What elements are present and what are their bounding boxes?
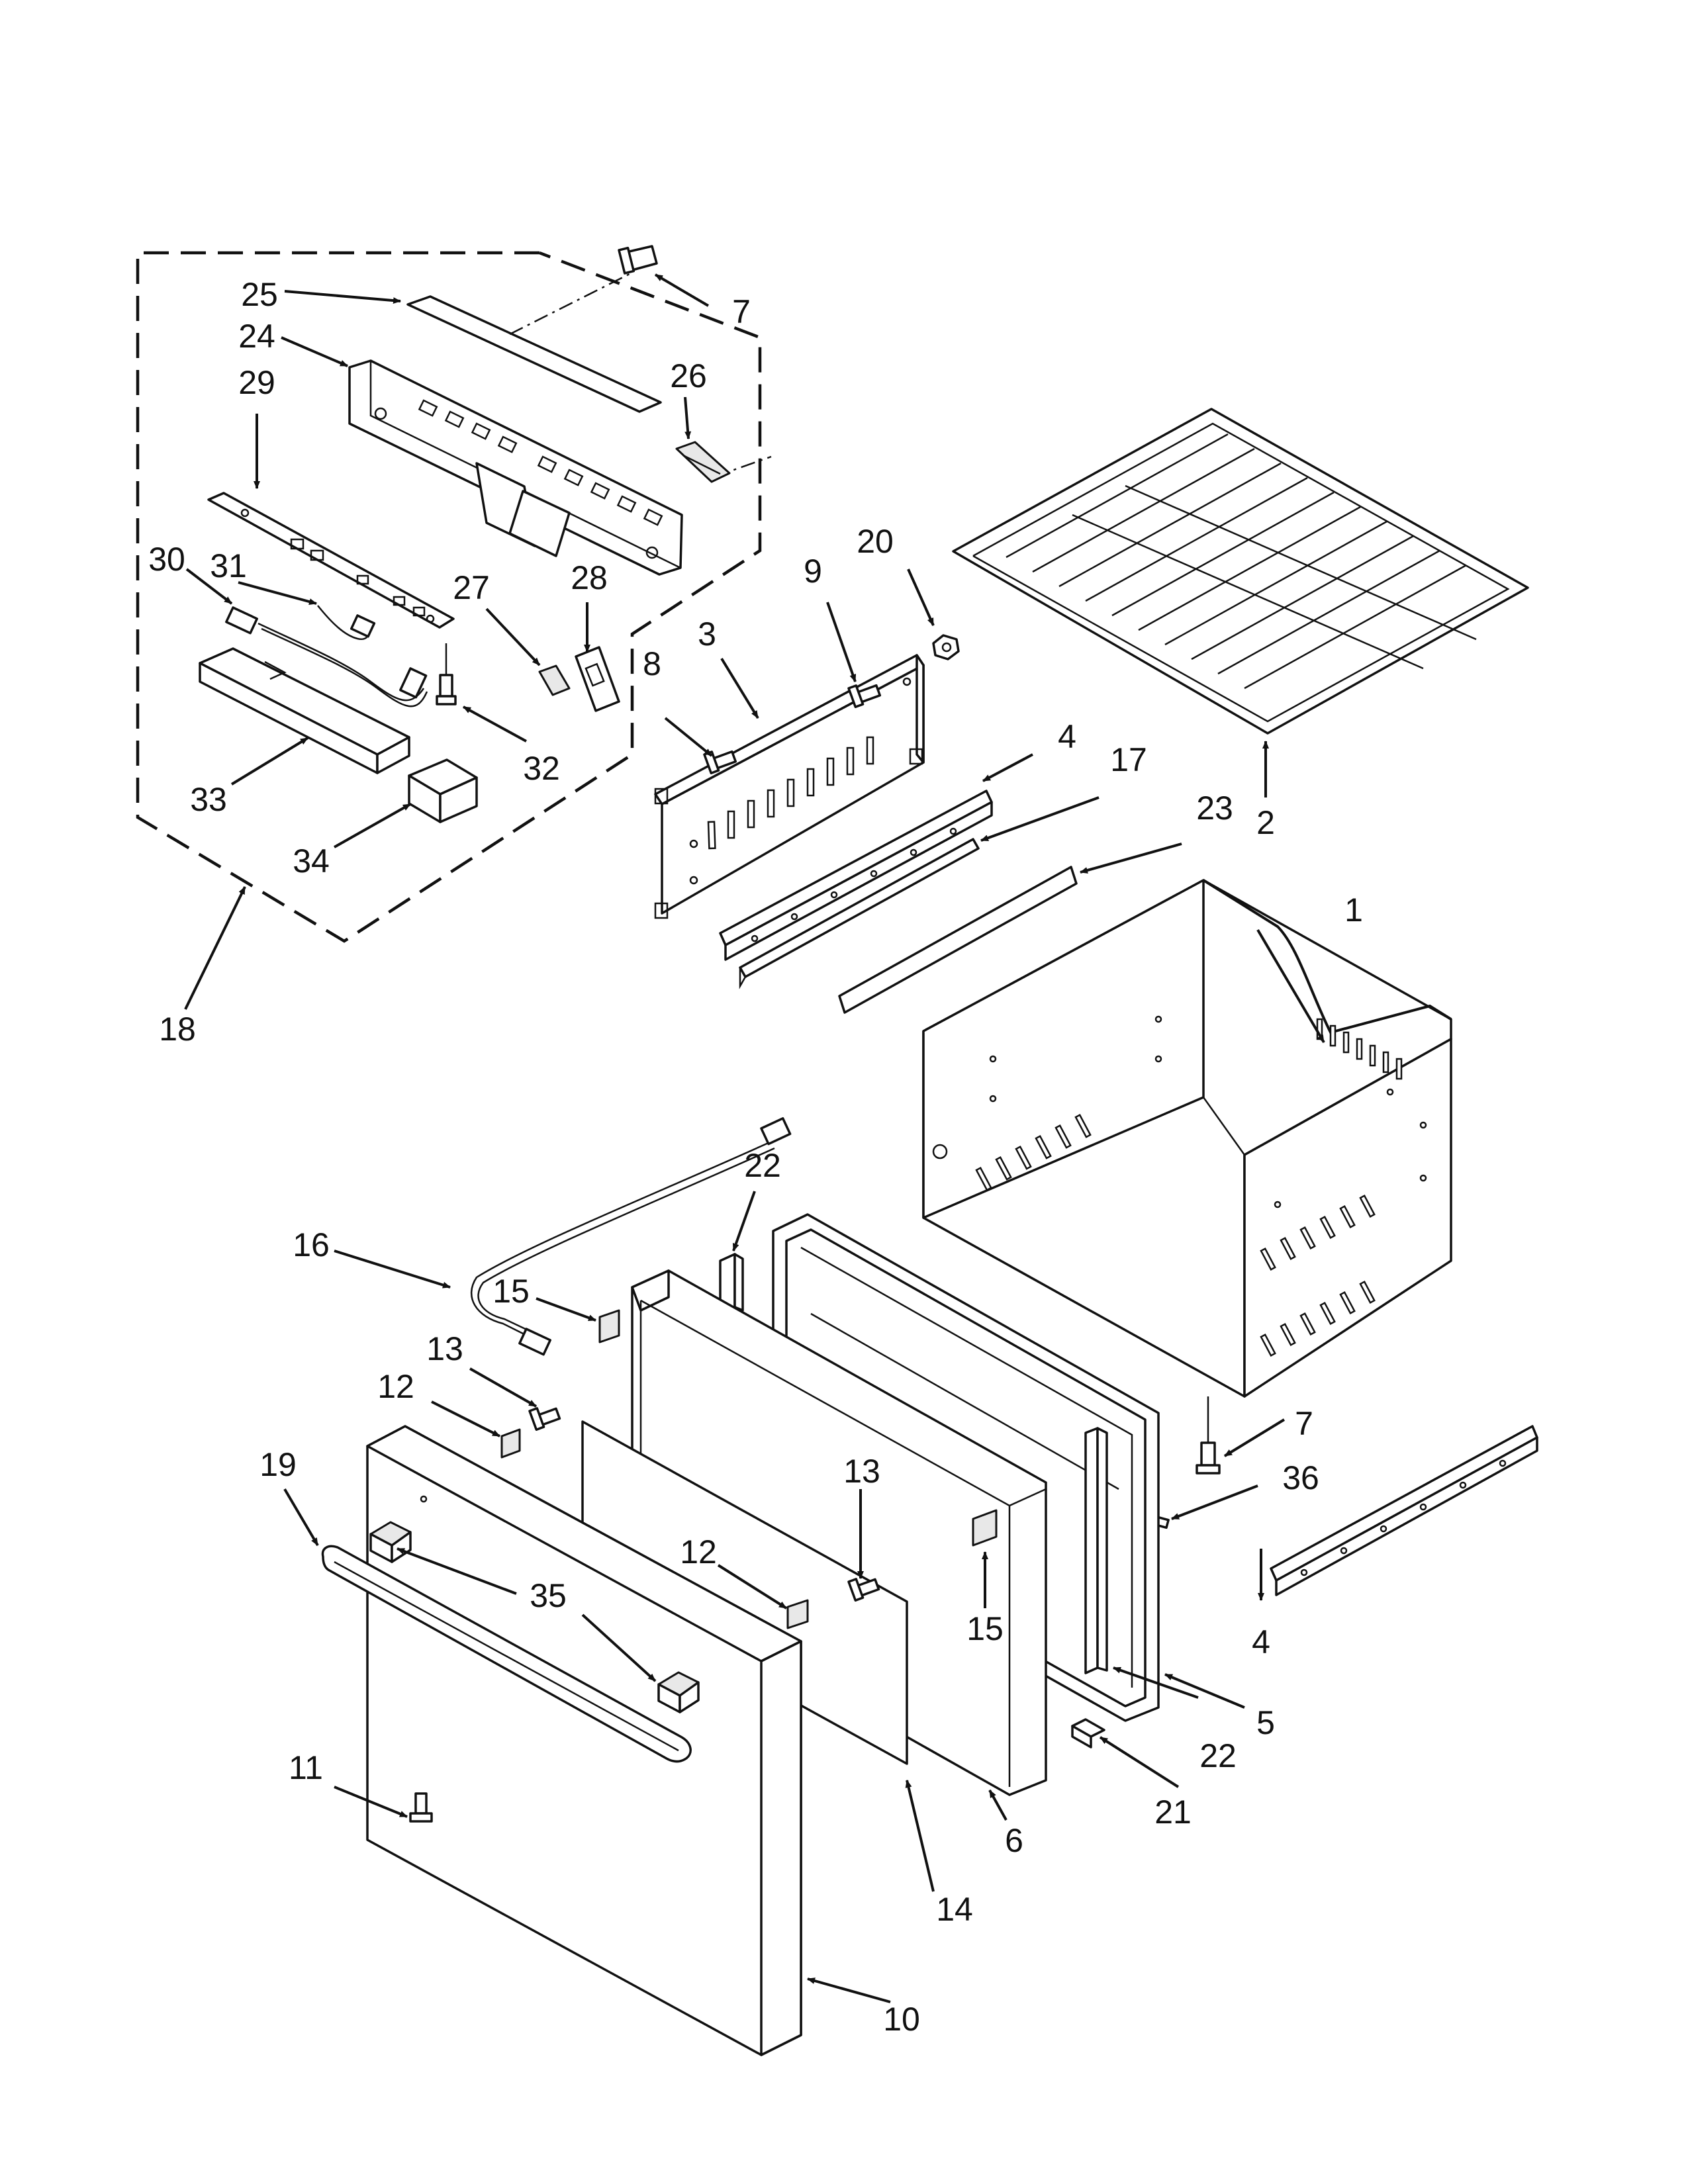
part-17-angle-strip <box>739 838 980 989</box>
part-11-screw <box>409 1792 433 1823</box>
callout-7-upper: 7 <box>732 293 751 330</box>
callout-22-upper: 22 <box>744 1147 781 1184</box>
part-21-strip <box>1071 1718 1105 1749</box>
callout-18: 18 <box>159 1011 196 1048</box>
callout-12-lower: 12 <box>680 1533 717 1570</box>
callout-5: 5 <box>1256 1704 1275 1741</box>
part-1-drawer-basket <box>922 879 1452 1398</box>
part-22-strip-lower <box>1084 1427 1108 1674</box>
part-15-square-lower <box>972 1509 998 1547</box>
callout-16: 16 <box>293 1226 330 1263</box>
callout-26: 26 <box>670 357 707 394</box>
part-35-end-cap-right <box>657 1671 700 1713</box>
part-15-square-upper <box>598 1309 620 1343</box>
callout-labels: 1 2 3 4 4 5 6 7 7 8 9 10 11 12 12 13 13 … <box>148 276 1363 2038</box>
part-4-slide-rail-upper <box>719 790 993 961</box>
part-9-screw <box>847 684 882 708</box>
callout-7-lower: 7 <box>1295 1405 1313 1442</box>
callout-8: 8 <box>643 645 661 682</box>
part-12-square-lower <box>786 1599 809 1629</box>
callout-6: 6 <box>1005 1822 1023 1859</box>
part-29-circuit-board <box>207 492 455 629</box>
callout-1: 1 <box>1344 891 1363 929</box>
part-13-screw-upper <box>528 1407 561 1431</box>
callout-20: 20 <box>857 523 894 560</box>
part-7-screw-bottom <box>1196 1396 1221 1475</box>
callout-31: 31 <box>210 547 247 584</box>
part-27-clip <box>538 664 571 696</box>
callout-15-lower: 15 <box>966 1610 1004 1647</box>
part-19-handle <box>321 1545 692 1763</box>
callout-2: 2 <box>1256 804 1275 841</box>
leader-lines <box>184 273 1325 2003</box>
control-panel-group-boundary <box>136 251 762 943</box>
part-13-screw-lower <box>847 1578 880 1602</box>
part-35-end-cap-left <box>369 1521 412 1563</box>
part-12-square-upper <box>500 1428 521 1459</box>
part-7-screw-top <box>618 245 658 275</box>
callout-23: 23 <box>1196 790 1233 827</box>
callout-35: 35 <box>530 1577 567 1614</box>
part-6-door-panel <box>631 1269 1047 1796</box>
part-34-wedge-block <box>408 758 478 823</box>
callout-32: 32 <box>523 750 560 787</box>
part-23-strip <box>838 866 1078 1014</box>
callout-24: 24 <box>238 318 275 355</box>
part-25-overlay-strip <box>406 295 662 413</box>
callout-34: 34 <box>293 842 330 880</box>
callout-10: 10 <box>883 2001 920 2038</box>
callout-27: 27 <box>453 569 490 606</box>
callout-4-lower: 4 <box>1252 1623 1270 1661</box>
callout-25: 25 <box>241 276 278 313</box>
part-32-screw <box>436 643 457 705</box>
part-10-drawer-front <box>366 1425 802 2056</box>
part-3-panel <box>654 654 925 919</box>
callout-21: 21 <box>1154 1794 1192 1831</box>
part-16-wire-harness <box>470 1117 792 1356</box>
callout-4-upper: 4 <box>1058 718 1076 755</box>
part-26-small-board <box>675 441 731 483</box>
callout-15-upper: 15 <box>492 1273 530 1310</box>
part-20-nut <box>932 634 960 660</box>
callout-13-upper: 13 <box>426 1330 463 1367</box>
part-33-channel <box>199 647 410 774</box>
callout-14: 14 <box>936 1891 973 1928</box>
callout-29: 29 <box>238 364 275 401</box>
callout-22-lower: 22 <box>1199 1737 1237 1774</box>
callout-13-lower: 13 <box>843 1453 880 1490</box>
callout-17: 17 <box>1110 741 1147 778</box>
part-28-connector <box>575 646 620 712</box>
callout-30: 30 <box>148 541 185 578</box>
callout-33: 33 <box>190 781 227 818</box>
callout-36: 36 <box>1282 1459 1319 1496</box>
callout-11: 11 <box>289 1749 323 1786</box>
part-30-31-wire-harness <box>225 605 428 707</box>
callout-28: 28 <box>571 559 608 596</box>
callout-19: 19 <box>259 1446 297 1483</box>
callout-3: 3 <box>698 615 716 653</box>
callout-9: 9 <box>804 553 822 590</box>
part-24-control-housing <box>348 359 683 576</box>
callout-12-upper: 12 <box>377 1368 414 1405</box>
part-4-slide-rail-lower <box>1270 1425 1538 1596</box>
part-2-shelf-tray <box>952 408 1529 735</box>
